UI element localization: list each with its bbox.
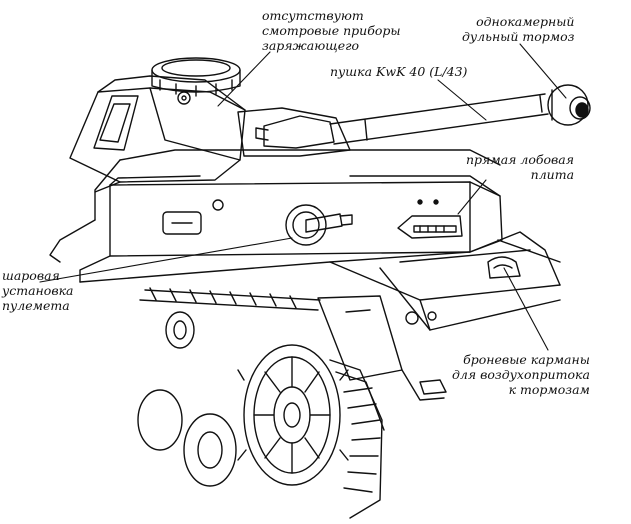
hull-front — [79, 231, 561, 331]
label-mg-mount: шаровая установка пулемета — [2, 268, 74, 313]
callout-lines — [39, 43, 567, 351]
callout-gun — [437, 79, 487, 121]
gun-mantlet — [237, 107, 351, 157]
label-line: пушка KwK 40 (L/43) — [330, 64, 468, 79]
callout-mg — [39, 237, 293, 283]
label-line: установка — [2, 283, 74, 298]
turret — [69, 75, 246, 193]
brake-air-pocket — [487, 256, 521, 279]
road-wheels — [137, 311, 237, 487]
callout-periscopes — [217, 51, 271, 107]
label-line: заряжающего — [262, 38, 359, 53]
label-loader-periscopes: отсутствуют смотровые приборы заряжающег… — [262, 8, 401, 53]
label-front-plate: прямая лобовая плита — [466, 152, 574, 182]
label-brake-air-pockets: броневые карманы для воздухопритока к то… — [452, 352, 590, 397]
label-line: отсутствуют — [262, 8, 364, 23]
callout-pockets — [503, 267, 549, 351]
label-line: для воздухопритока — [452, 367, 590, 382]
hull-rear — [49, 149, 501, 263]
driver-visor — [397, 199, 463, 239]
label-line: однокамерный — [476, 14, 575, 29]
hull-lower-front — [317, 295, 447, 401]
gun-barrel — [329, 93, 549, 145]
label-line: плита — [530, 167, 575, 182]
track-upper — [139, 287, 321, 311]
muzzle-brake — [547, 84, 591, 126]
label-line: шаровая — [2, 268, 60, 283]
label-line: к тормозам — [508, 382, 590, 397]
label-line: дульный тормоз — [462, 29, 575, 44]
label-line: пулемета — [2, 298, 70, 313]
mg-ball-mount — [285, 204, 353, 246]
label-muzzle-brake: однокамерный дульный тормоз — [462, 14, 574, 44]
label-line: броневые карманы — [463, 352, 590, 367]
drive-sprocket — [237, 344, 349, 486]
label-line: прямая лобовая — [466, 152, 575, 167]
label-line: смотровые приборы — [262, 23, 401, 38]
label-gun: пушка KwK 40 (L/43) — [330, 64, 467, 79]
callout-muzzle — [519, 43, 567, 99]
callout-plate — [457, 179, 487, 215]
track-front — [329, 359, 385, 519]
